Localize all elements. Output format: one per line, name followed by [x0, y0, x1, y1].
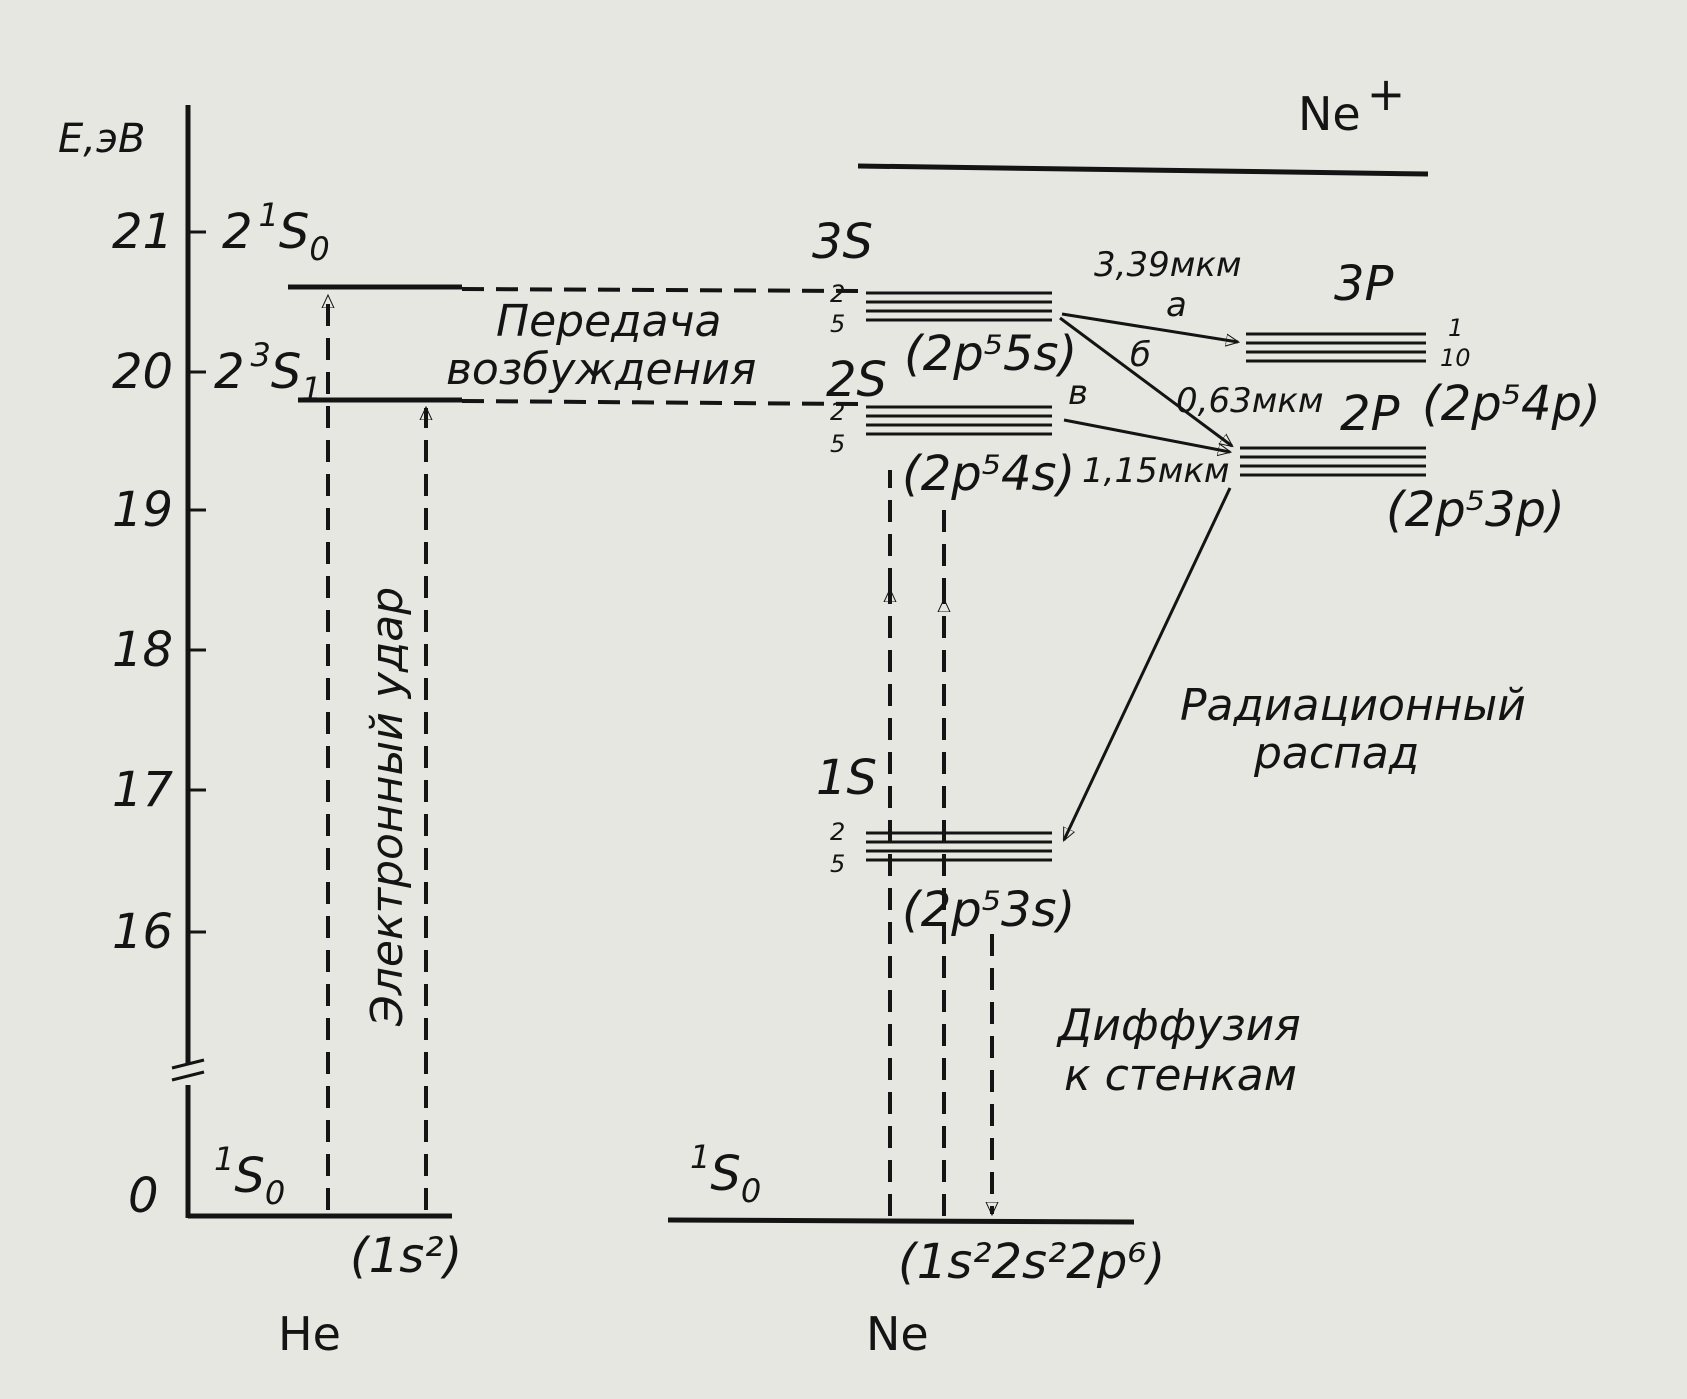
ne-2s-index-top: 2	[830, 398, 845, 426]
ne-2p-label: 2P	[1340, 386, 1400, 442]
axis-tick-label: 17	[112, 762, 174, 818]
transfer-line-triplet	[461, 399, 859, 406]
ne-1s-config: (2p⁵3s)	[902, 882, 1075, 938]
ne-3p-config: (2p⁵4p)	[1422, 376, 1601, 432]
ne-1s-index-bottom: 5	[830, 850, 845, 878]
ne-1s-label: 1S	[816, 750, 877, 806]
axis-tick-label: 19	[112, 482, 173, 538]
ne-3s-index-top: 2	[830, 280, 845, 308]
axis-tick-label: 20	[112, 344, 173, 400]
ne-3s-levels	[866, 291, 1052, 322]
ne-2p-levels	[1240, 446, 1426, 477]
he-element-label: He	[278, 1307, 341, 1361]
neon-column: Ne+ 3S 2 5 (2p⁵5s) 2S 2 5 (2p⁵4s)	[667, 67, 1601, 1361]
transition-arrow-c	[1063, 418, 1230, 452]
axis-break-mark	[171, 1070, 205, 1082]
diffusion-label-line1: Диффузия	[1056, 1000, 1301, 1051]
transition-c-wavelength: 1,15мкм	[1082, 451, 1230, 491]
radiative-decay-arrow	[1062, 487, 1232, 840]
transition-c-letter: в	[1068, 373, 1088, 413]
diffusion-label-line2: к стенкам	[1064, 1050, 1297, 1101]
axis-tick-label: 16	[112, 904, 173, 960]
axis-tick-label: 0	[128, 1168, 159, 1224]
ne-2s-index-bottom: 5	[830, 430, 845, 458]
transition-a-letter: а	[1166, 285, 1187, 325]
ne-2s-config: (2p⁵4s)	[902, 446, 1075, 502]
ne-ion-level	[857, 163, 1429, 177]
ne-3p-levels	[1246, 332, 1426, 363]
ne-2s-label: 2S	[826, 352, 887, 408]
energy-transfer: Передача возбуждения	[446, 287, 859, 406]
axis-break-mark	[171, 1058, 205, 1070]
transfer-line-singlet	[461, 287, 859, 293]
ne-ground-term: 1S0	[690, 1138, 761, 1210]
radiative-label-line2: распад	[1253, 728, 1419, 779]
energy-axis: E,эВ 21 20 19 18 17 16 0	[58, 105, 206, 1224]
transfer-label-line2: возбуждения	[446, 344, 756, 395]
ne-ground-config: (1s²2s²2p⁶)	[898, 1234, 1165, 1290]
he-ground-config: (1s²)	[350, 1228, 462, 1284]
ne-3s-config: (2p⁵5s)	[904, 326, 1077, 382]
transition-a-wavelength: 3,39мкм	[1094, 245, 1242, 285]
axis-tick-label: 21	[112, 204, 173, 260]
transition-b-letter: б	[1130, 335, 1151, 375]
radiative-label-line1: Радиационный	[1180, 680, 1526, 731]
ne-3p-index-bottom: 10	[1440, 344, 1471, 372]
ne-3p-label: 3P	[1334, 256, 1394, 312]
ne-1s-index-top: 2	[830, 818, 845, 846]
ne-2s-levels	[866, 405, 1052, 436]
axis-tick-label: 18	[112, 622, 173, 678]
ne-2p-config: (2p⁵3p)	[1386, 482, 1565, 538]
transition-arrow-a	[1061, 312, 1238, 342]
he-ground-term: 1S0	[214, 1140, 285, 1212]
transfer-label-line1: Передача	[496, 296, 722, 347]
ne-ground-level	[667, 1217, 1135, 1225]
ne-3p-index-top: 1	[1448, 314, 1463, 342]
transition-b-wavelength: 0,63мкм	[1176, 381, 1324, 421]
ne-3s-index-bottom: 5	[830, 310, 845, 338]
ne-1s-levels	[866, 831, 1052, 862]
ne-element-label: Ne	[866, 1307, 929, 1361]
transition-arrow-b	[1059, 316, 1232, 446]
ne-ion-label: Ne+	[1298, 67, 1405, 141]
axis-title: E,эВ	[58, 116, 145, 162]
electron-impact-label: Электронный удар	[362, 587, 413, 1027]
ne-3s-label: 3S	[812, 214, 873, 270]
